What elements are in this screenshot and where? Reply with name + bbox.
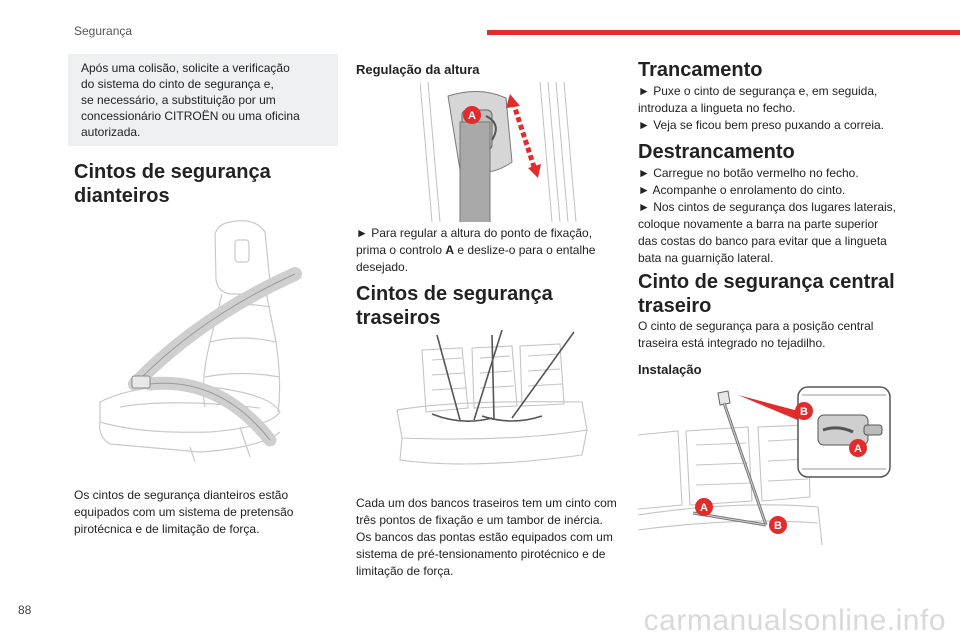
central-belt-title: Cinto de segurança central traseiro [638, 271, 895, 317]
label-a-inset-marker: A [854, 443, 862, 455]
page-number: 88 [18, 603, 32, 617]
height-adjust-title: Regulação da altura [356, 62, 480, 77]
control-letter: A [445, 243, 455, 257]
label-b-seat-marker: B [774, 520, 782, 532]
rear-belts-title: Cintos de segurança traseiros [356, 283, 553, 329]
note-line: Após uma colisão, solicite a verificação [81, 61, 290, 75]
note-line: se necessário, a substituição por um [81, 93, 276, 107]
section-header: Segurança [74, 24, 133, 38]
watermark: carmanualsonline.info [643, 604, 946, 637]
note-line: concessionário CITROËN ou uma oficina [81, 109, 300, 123]
note-line: do sistema do cinto de segurança e, [81, 77, 274, 91]
warning-note-box: Após uma colisão, solicite a verificação… [68, 54, 338, 146]
front-belts-text: Os cintos de segurança dianteiros estão … [74, 488, 294, 536]
note-line: autorizada. [81, 125, 141, 139]
installation-title: Instalação [638, 362, 702, 377]
locking-steps: ► Puxe o cinto de segurança e, em seguid… [638, 84, 885, 132]
front-belts-title: Cintos de segurança dianteiros [74, 161, 271, 207]
rear-seats-illustration [396, 330, 588, 465]
label-a-marker: A [468, 110, 476, 122]
height-adjust-illustration: A [420, 82, 577, 222]
unlocking-title: Destrancamento [638, 141, 795, 163]
central-belt-installation-illustration: B A A B [638, 386, 891, 545]
central-belt-text: O cinto de segurança para a posição cent… [638, 319, 874, 350]
height-adjust-text: ► Para regular a altura do ponto de fixa… [356, 226, 596, 274]
header-accent-bar [487, 30, 960, 35]
label-a-seat-marker: A [700, 502, 708, 514]
rear-belts-text: Cada um dos bancos traseiros tem um cint… [356, 496, 617, 578]
locking-title: Trancamento [638, 59, 763, 81]
label-b-inset-marker: B [800, 406, 808, 418]
unlocking-steps: ► Carregue no botão vermelho no fecho. ►… [638, 166, 897, 265]
front-seat-illustration [99, 220, 302, 462]
